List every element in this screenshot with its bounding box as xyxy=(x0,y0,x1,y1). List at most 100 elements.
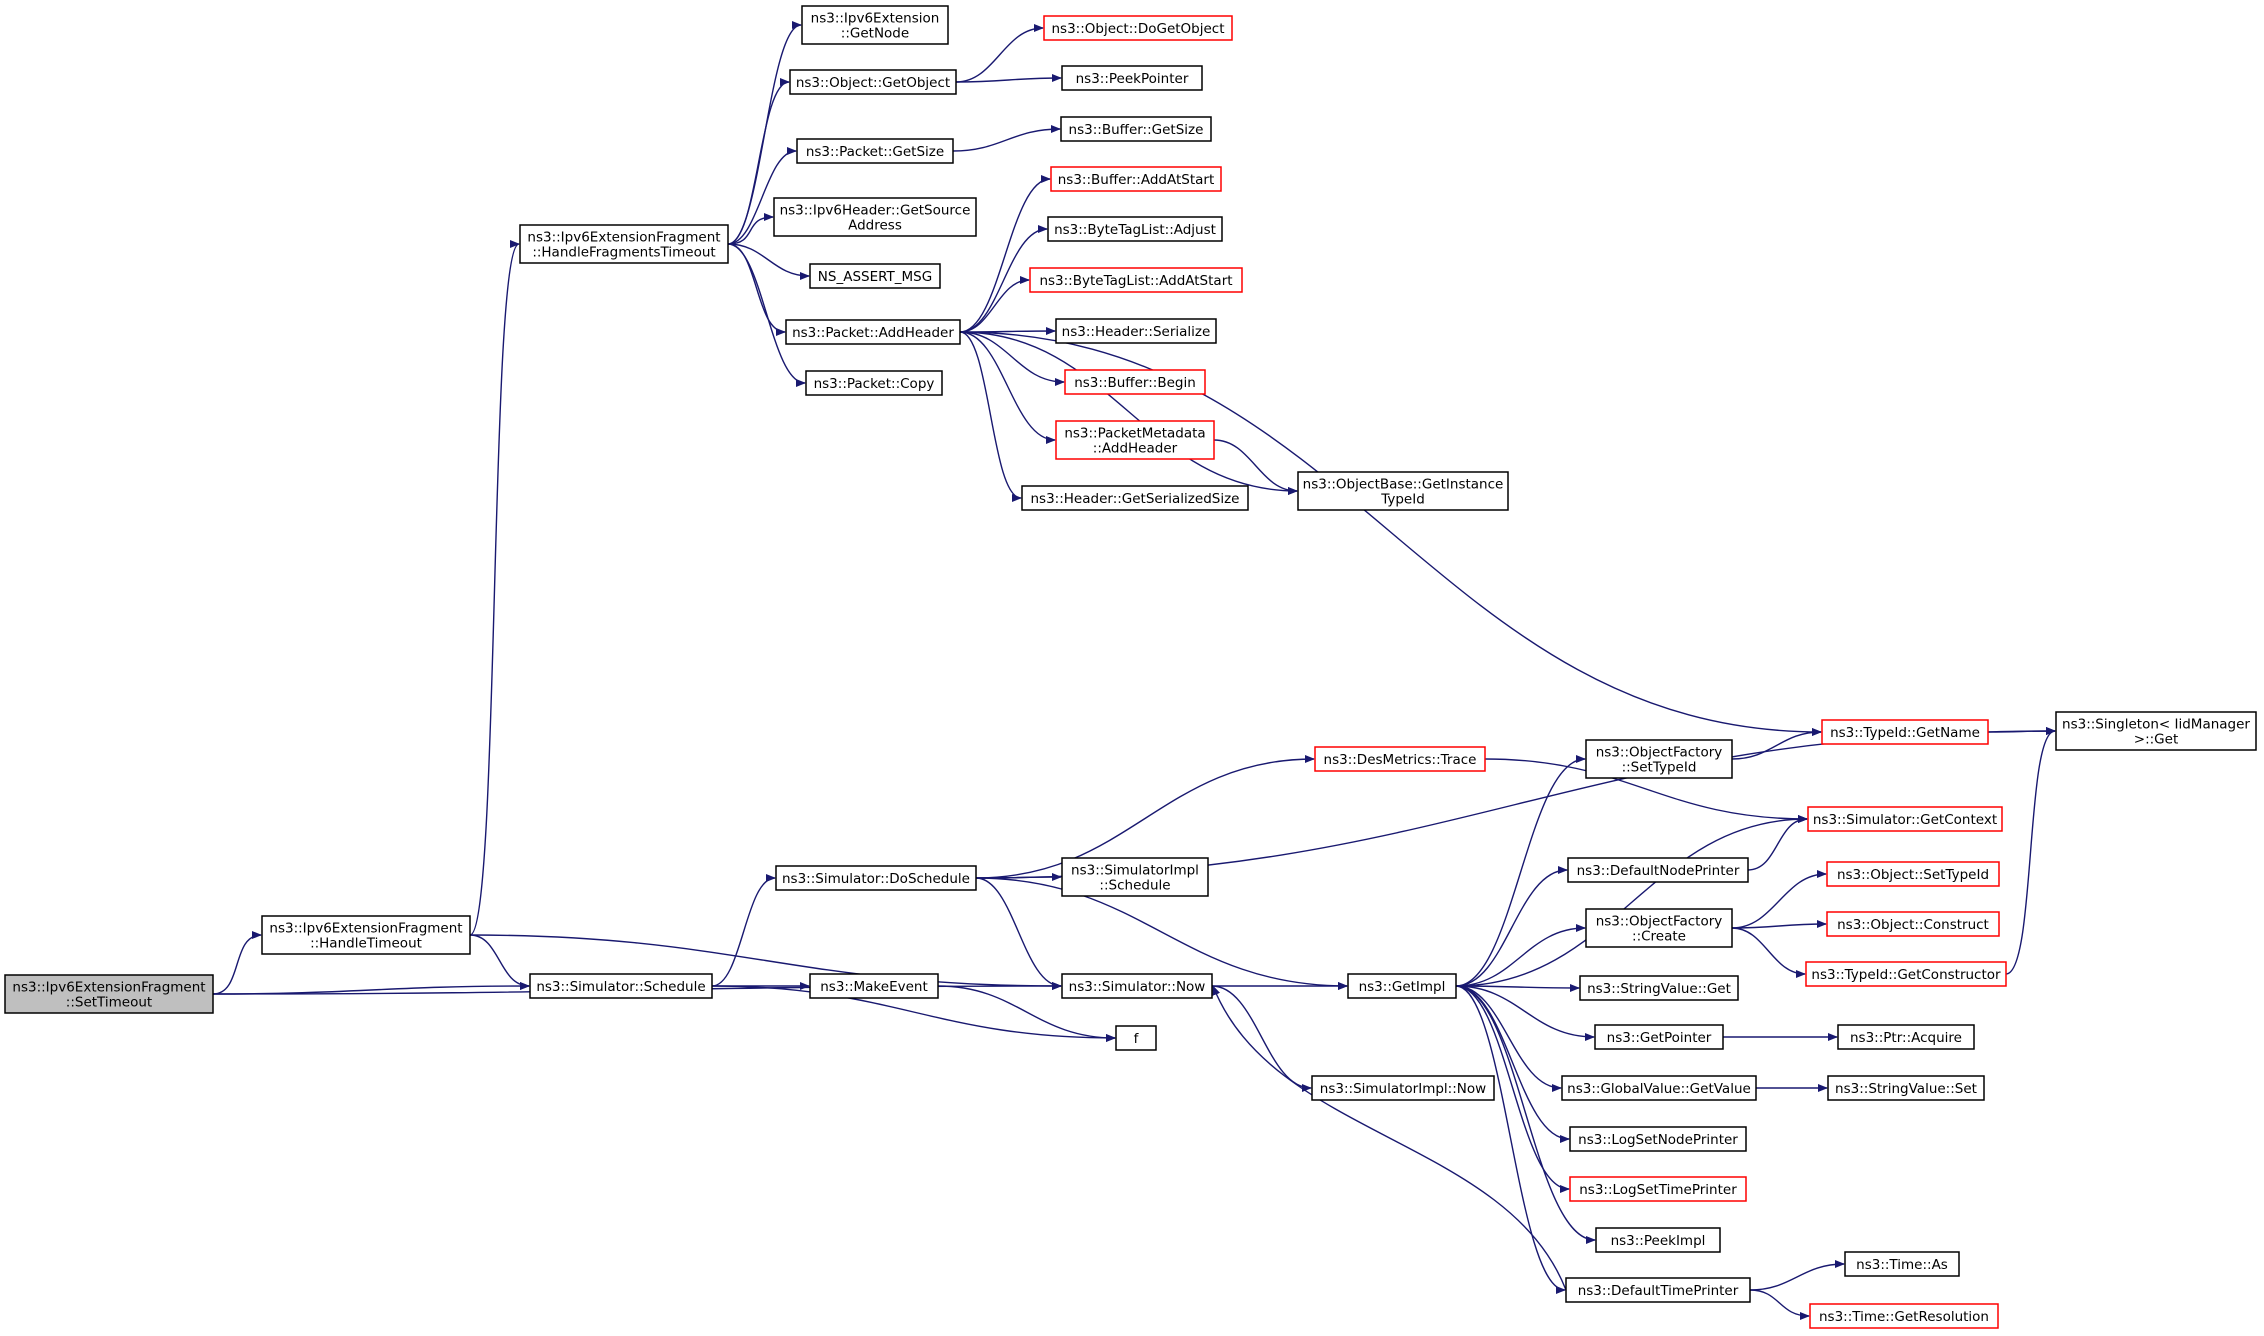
node-box[interactable] xyxy=(1821,719,1989,745)
node-box[interactable] xyxy=(1826,911,2000,937)
node-box[interactable] xyxy=(789,69,957,95)
node-box[interactable] xyxy=(1029,267,1243,293)
node-timeas[interactable]: ns3::Time::As xyxy=(1844,1251,1960,1277)
node-logsetnode[interactable]: ns3::LogSetNodePrinter xyxy=(1569,1126,1747,1152)
node-box[interactable] xyxy=(519,224,729,264)
node-btladjust[interactable]: ns3::ByteTagList::Adjust xyxy=(1047,216,1223,242)
node-box[interactable] xyxy=(1809,1303,1999,1329)
node-simnow[interactable]: ns3::Simulator::Now xyxy=(1061,973,1213,999)
node-box[interactable] xyxy=(1061,857,1209,897)
node-box[interactable] xyxy=(1060,116,1212,142)
node-ofcreate[interactable]: ns3::ObjectFactory::Create xyxy=(1585,908,1733,948)
node-tidgetctor[interactable]: ns3::TypeId::GetConstructor xyxy=(1805,961,2007,987)
node-box[interactable] xyxy=(1567,857,1749,883)
node-box[interactable] xyxy=(1585,739,1733,779)
node-box[interactable] xyxy=(785,319,961,345)
node-box[interactable] xyxy=(1297,471,1509,511)
node-box[interactable] xyxy=(1569,1126,1747,1152)
node-box[interactable] xyxy=(4,974,214,1014)
node-hft[interactable]: ns3::Ipv6ExtensionFragment::HandleFragme… xyxy=(519,224,729,264)
node-getimpl[interactable]: ns3::GetImpl xyxy=(1347,973,1457,999)
node-box[interactable] xyxy=(1844,1251,1960,1277)
node-addheader[interactable]: ns3::Packet::AddHeader xyxy=(785,319,961,345)
node-assertmsg[interactable]: NS_ASSERT_MSG xyxy=(809,263,941,289)
node-pmaddheader[interactable]: ns3::PacketMetadata::AddHeader xyxy=(1055,420,1215,460)
node-doschedule[interactable]: ns3::Simulator::DoSchedule xyxy=(775,865,977,891)
node-handletimeout[interactable]: ns3::Ipv6ExtensionFragment::HandleTimeou… xyxy=(261,915,471,955)
node-btladdatstart[interactable]: ns3::ByteTagList::AddAtStart xyxy=(1029,267,1243,293)
node-box[interactable] xyxy=(801,5,949,45)
node-pcopy[interactable]: ns3::Packet::Copy xyxy=(805,370,943,396)
node-svset[interactable]: ns3::StringValue::Set xyxy=(1827,1075,1985,1101)
node-desmetrics[interactable]: ns3::DesMetrics::Trace xyxy=(1314,746,1486,772)
node-box[interactable] xyxy=(261,915,471,955)
node-peekpointer[interactable]: ns3::PeekPointer xyxy=(1061,65,1203,91)
node-ofsettypeid[interactable]: ns3::ObjectFactory::SetTypeId xyxy=(1585,739,1733,779)
node-pgetsize[interactable]: ns3::Packet::GetSize xyxy=(796,138,954,164)
node-box[interactable] xyxy=(1805,961,2007,987)
node-box[interactable] xyxy=(1055,318,1217,344)
node-box[interactable] xyxy=(1050,166,1222,192)
node-box[interactable] xyxy=(1579,975,1739,1001)
node-box[interactable] xyxy=(1565,1277,1751,1303)
node-peekimpl[interactable]: ns3::PeekImpl xyxy=(1595,1227,1721,1253)
node-box[interactable] xyxy=(809,973,939,999)
node-box[interactable] xyxy=(775,865,977,891)
node-box[interactable] xyxy=(2055,711,2257,751)
node-baddatstart[interactable]: ns3::Buffer::AddAtStart xyxy=(1050,166,1222,192)
node-box[interactable] xyxy=(1021,485,1249,511)
node-box[interactable] xyxy=(773,197,977,237)
node-simimplschedule[interactable]: ns3::SimulatorImpl::Schedule xyxy=(1061,857,1209,897)
node-ptracquire[interactable]: ns3::Ptr::Acquire xyxy=(1837,1024,1975,1050)
node-box[interactable] xyxy=(1055,420,1215,460)
node-box[interactable] xyxy=(1115,1025,1157,1051)
node-box[interactable] xyxy=(1594,1024,1724,1050)
node-deftimeprinter[interactable]: ns3::DefaultTimePrinter xyxy=(1565,1277,1751,1303)
node-box[interactable] xyxy=(1826,861,2000,887)
node-dogetobject[interactable]: ns3::Object::DoGetObject xyxy=(1043,15,1233,41)
node-box[interactable] xyxy=(805,370,943,396)
node-timegetres[interactable]: ns3::Time::GetResolution xyxy=(1809,1303,1999,1329)
node-getobject[interactable]: ns3::Object::GetObject xyxy=(789,69,957,95)
node-box[interactable] xyxy=(1061,973,1213,999)
node-bbegin[interactable]: ns3::Buffer::Begin xyxy=(1064,369,1206,395)
node-box[interactable] xyxy=(1314,746,1486,772)
node-gvgetvalue[interactable]: ns3::GlobalValue::GetValue xyxy=(1561,1075,1757,1101)
node-box[interactable] xyxy=(1047,216,1223,242)
node-hgetsersize[interactable]: ns3::Header::GetSerializedSize xyxy=(1021,485,1249,511)
node-defnodeprinter[interactable]: ns3::DefaultNodePrinter xyxy=(1567,857,1749,883)
node-box[interactable] xyxy=(796,138,954,164)
node-box[interactable] xyxy=(1347,973,1457,999)
node-box[interactable] xyxy=(1595,1227,1721,1253)
node-makeevent[interactable]: ns3::MakeEvent xyxy=(809,973,939,999)
node-objsettypeid[interactable]: ns3::Object::SetTypeId xyxy=(1826,861,2000,887)
node-schedule[interactable]: ns3::Simulator::Schedule xyxy=(529,973,713,999)
node-box[interactable] xyxy=(1585,908,1733,948)
node-f[interactable]: f xyxy=(1115,1025,1157,1051)
node-box[interactable] xyxy=(1061,65,1203,91)
node-box[interactable] xyxy=(1807,806,2003,832)
node-box[interactable] xyxy=(529,973,713,999)
node-box[interactable] xyxy=(1043,15,1233,41)
node-box[interactable] xyxy=(1569,1176,1747,1202)
node-box[interactable] xyxy=(1064,369,1206,395)
node-singletonget[interactable]: ns3::Singleton< IidManager >::Get xyxy=(2055,711,2257,751)
node-getnode[interactable]: ns3::Ipv6Extension::GetNode xyxy=(801,5,949,45)
node-box[interactable] xyxy=(1561,1075,1757,1101)
node-logsettime[interactable]: ns3::LogSetTimePrinter xyxy=(1569,1176,1747,1202)
node-settimeout[interactable]: ns3::Ipv6ExtensionFragment::SetTimeout xyxy=(4,974,214,1014)
node-box[interactable] xyxy=(1311,1075,1495,1101)
node-simgetcontext[interactable]: ns3::Simulator::GetContext xyxy=(1807,806,2003,832)
node-box[interactable] xyxy=(1837,1024,1975,1050)
node-box[interactable] xyxy=(809,263,941,289)
node-box[interactable] xyxy=(1827,1075,1985,1101)
node-tidgetname[interactable]: ns3::TypeId::GetName xyxy=(1821,719,1989,745)
node-objconstruct[interactable]: ns3::Object::Construct xyxy=(1826,911,2000,937)
node-bgetsize[interactable]: ns3::Buffer::GetSize xyxy=(1060,116,1212,142)
node-hserialize[interactable]: ns3::Header::Serialize xyxy=(1055,318,1217,344)
node-getpointer[interactable]: ns3::GetPointer xyxy=(1594,1024,1724,1050)
node-svget[interactable]: ns3::StringValue::Get xyxy=(1579,975,1739,1001)
node-simimplnow[interactable]: ns3::SimulatorImpl::Now xyxy=(1311,1075,1495,1101)
